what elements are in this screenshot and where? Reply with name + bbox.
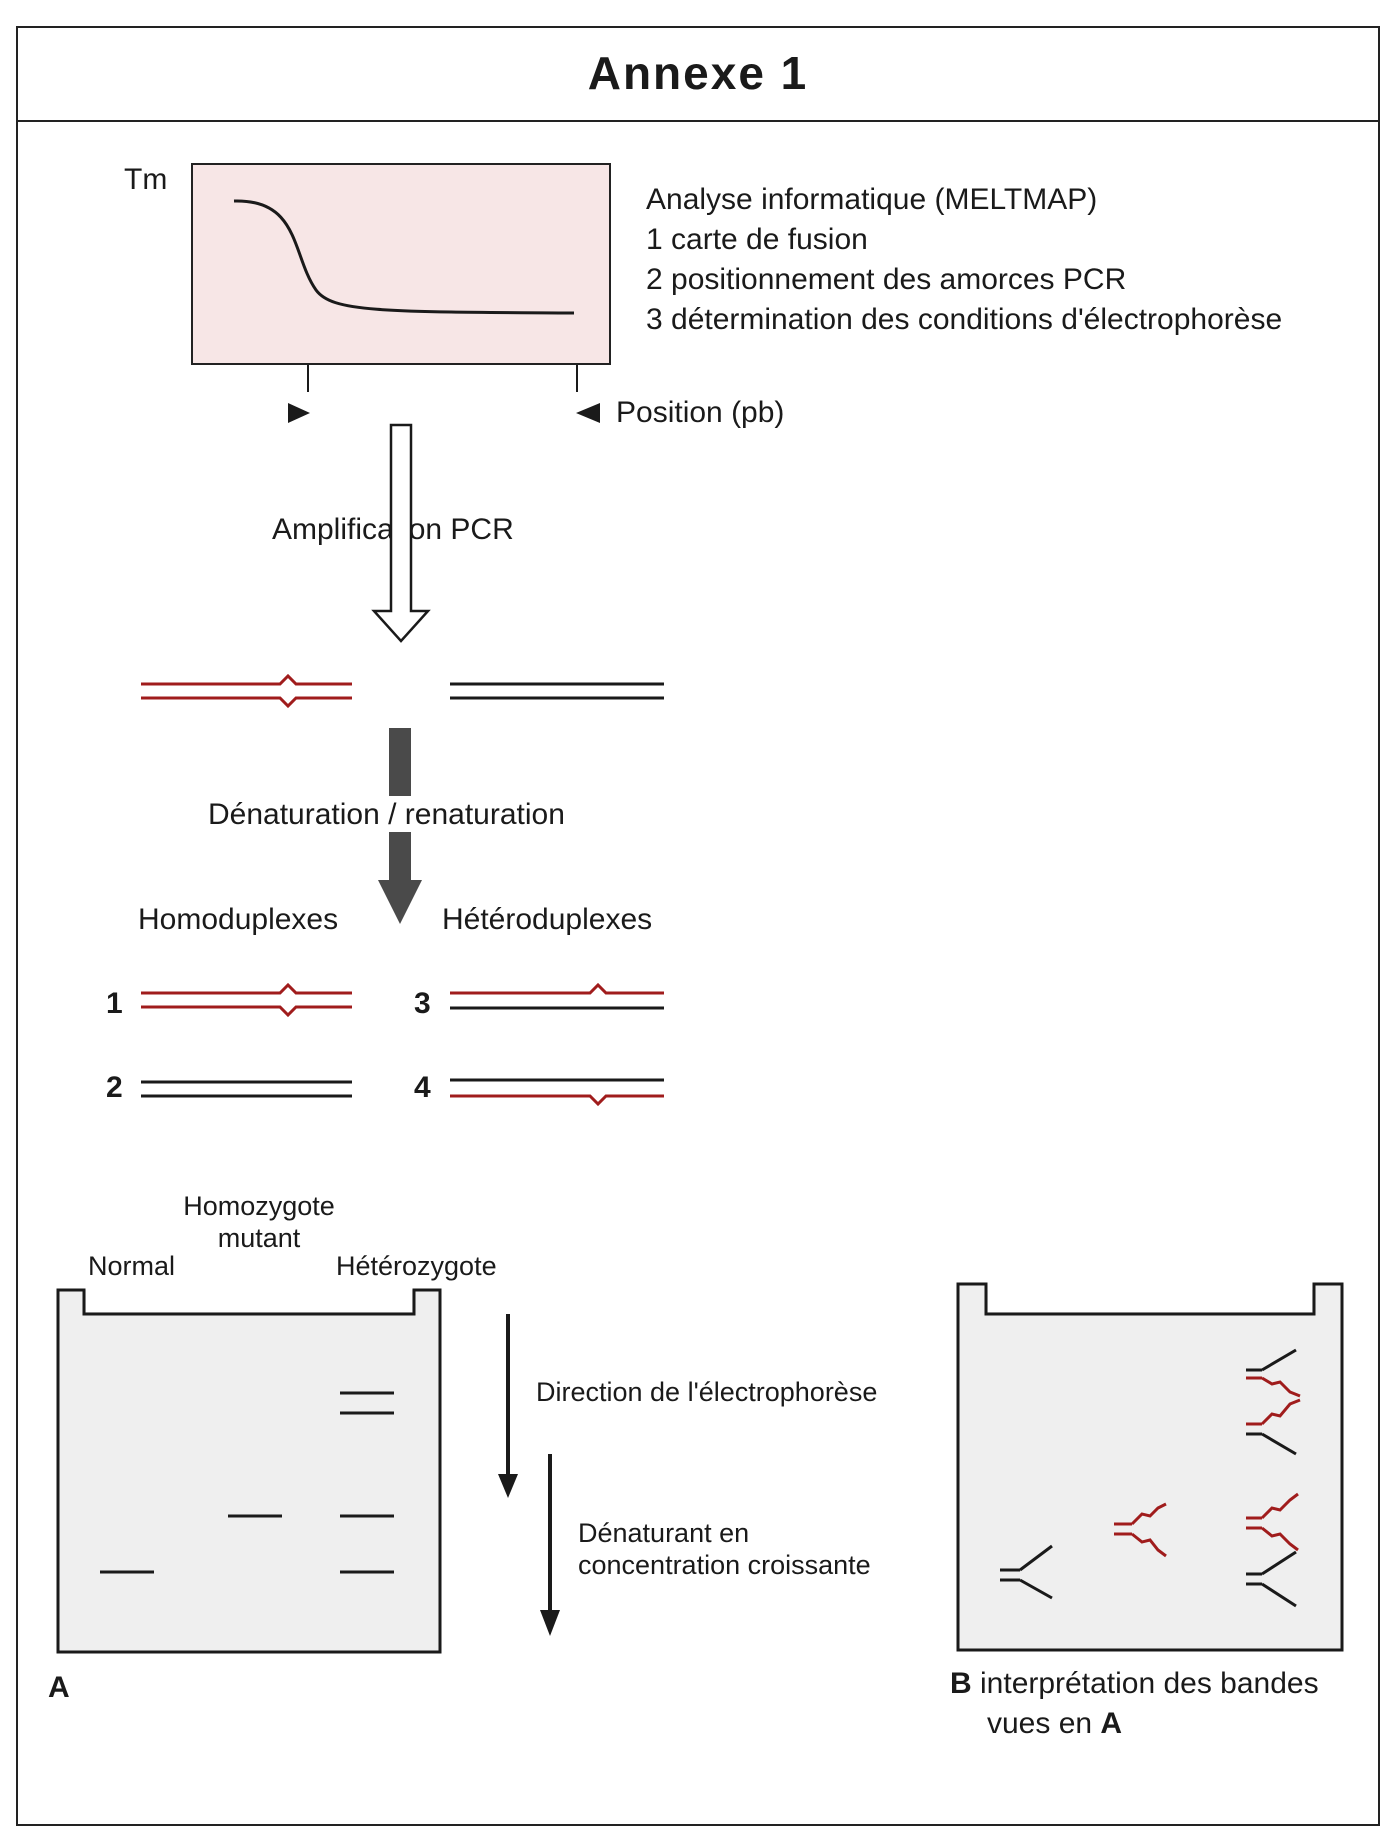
analysis-line: 3 détermination des conditions d'électro… [646,303,1283,336]
gel-b-caption-text: interprétation des bandes [980,1667,1319,1700]
melting-curve [233,199,575,315]
gel-b-caption-line2: vues en A [987,1704,1122,1744]
gel-b-hetero-fork-2 [1246,1492,1299,1552]
analysis-line: 2 positionnement des amorces PCR [646,263,1127,296]
panel-label-a: A [48,1671,70,1704]
electrophoresis-direction-label: Direction de l'électrophorèse [536,1377,878,1407]
denaturation-label: Dénaturation / renaturation [204,795,569,835]
duplex-number-3: 3 [414,987,431,1020]
gel-b-normal-fork [1000,1544,1053,1600]
gel-b-hetero-fork-3 [1246,1398,1301,1456]
lane-label-homozygote-mutant: Homozygote mutant [183,1191,335,1253]
gel-b-caption-prefix: vues en [987,1707,1093,1740]
analysis-line: 1 carte de fusion [646,223,868,256]
lane-label-heterozygote: Hétérozygote [336,1251,497,1281]
forward-primer-icon [288,403,310,423]
gel-a-outline [56,1288,442,1654]
melt-map-y-label: Tm [124,163,168,196]
panel-label-b: B [950,1667,972,1700]
denaturant-gradient-label: Dénaturant en concentration croissante [578,1518,871,1580]
heteroduplex-4 [450,1078,664,1107]
pcr-hollow-arrow [371,423,431,643]
gel-b-caption-ref: A [1100,1707,1123,1740]
electrophoresis-direction-arrow [498,1314,518,1498]
title-bar: Annexe 1 [16,26,1380,122]
gel-b-caption: B interprétation des bandes [950,1664,1319,1704]
page-title: Annexe 1 [587,47,809,99]
gel-b-mutant-fork [1114,1502,1167,1558]
denaturation-dark-arrow [378,728,422,924]
homoduplex-2 [141,1080,352,1098]
lane-label-normal: Normal [88,1251,176,1281]
analysis-text: Analyse informatique (MELTMAP) 1 carte d… [646,180,1282,340]
melt-map-box [191,163,611,365]
reverse-primer-icon [576,403,600,423]
gel-b-hetero-fork-4 [1246,1348,1301,1398]
gel-b-outline [956,1282,1344,1652]
duplex-number-1: 1 [106,987,123,1020]
analysis-line: Analyse informatique (MELTMAP) [646,183,1098,216]
denaturant-gradient-arrow [540,1454,560,1636]
gel-b-hetero-fork-1 [1246,1550,1297,1608]
melt-map-x-label: Position (pb) [616,396,785,429]
heteroduplexes-label: Hétéroduplexes [442,903,653,936]
pcr-product-normal [450,682,664,700]
homoduplexes-label: Homoduplexes [138,903,339,936]
duplex-number-2: 2 [106,1071,123,1104]
pcr-product-mutant [141,673,352,709]
duplex-number-4: 4 [414,1071,431,1104]
homoduplex-1 [141,982,352,1018]
heteroduplex-3 [450,982,664,1010]
